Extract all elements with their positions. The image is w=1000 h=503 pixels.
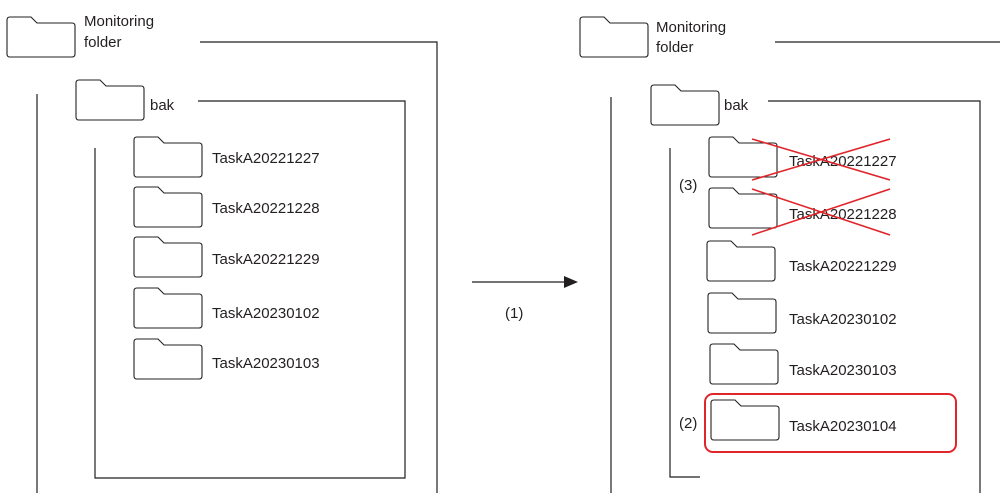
bak-folder-icon bbox=[75, 79, 145, 121]
added-step-marker: (2) bbox=[679, 415, 697, 432]
arrow-head-icon bbox=[564, 276, 578, 288]
delete-cross-icon bbox=[751, 188, 891, 236]
after-file-2: TaskA20221228 bbox=[708, 187, 897, 236]
monitoring-folder-bracket bbox=[200, 41, 438, 493]
file-label: TaskA20221228 bbox=[789, 206, 897, 223]
before-file-1: TaskA20221227 bbox=[133, 136, 320, 178]
before-file-4: TaskA20230102 bbox=[133, 287, 320, 329]
monitoring-folder-label-line1: Monitoring bbox=[84, 13, 154, 30]
monitoring-folder-label-line2: folder bbox=[84, 34, 122, 51]
monitoring-folder-icon bbox=[6, 16, 76, 58]
folder-icon bbox=[709, 343, 779, 385]
after-file-5: TaskA20230103 bbox=[709, 343, 897, 385]
before-file-2: TaskA20221228 bbox=[133, 186, 320, 228]
after-panel: Monitoring folder bak (3) TaskA20221227 … bbox=[579, 16, 1000, 493]
bak-folder-icon bbox=[650, 84, 720, 126]
file-label: TaskA20230103 bbox=[789, 362, 897, 379]
monitoring-folder-label-line1: Monitoring bbox=[656, 19, 726, 36]
file-label: TaskA20230104 bbox=[789, 418, 897, 435]
file-label: TaskA20230103 bbox=[212, 355, 320, 372]
folder-icon bbox=[707, 292, 777, 334]
file-label: TaskA20230102 bbox=[789, 311, 897, 328]
bak-folder-label: bak bbox=[150, 97, 175, 114]
folder-icon bbox=[133, 186, 203, 228]
folder-icon bbox=[133, 287, 203, 329]
file-label: TaskA20221228 bbox=[212, 200, 320, 217]
before-file-3: TaskA20221229 bbox=[133, 236, 320, 278]
after-file-3: TaskA20221229 bbox=[706, 240, 897, 282]
bak-folder-bracket bbox=[94, 100, 406, 479]
after-file-1: TaskA20221227 bbox=[708, 136, 897, 181]
delete-cross-icon bbox=[751, 138, 891, 181]
file-label: TaskA20221227 bbox=[212, 150, 320, 167]
folder-icon bbox=[133, 136, 203, 178]
new-file-highlight bbox=[704, 393, 957, 453]
file-label: TaskA20221229 bbox=[212, 251, 320, 268]
monitoring-folder-icon bbox=[579, 16, 649, 58]
folder-icon bbox=[706, 240, 776, 282]
after-file-6: TaskA20230104 bbox=[710, 399, 897, 441]
file-label: TaskA20230102 bbox=[212, 305, 320, 322]
monitoring-folder-label-line2: folder bbox=[656, 39, 694, 56]
folder-icon bbox=[133, 236, 203, 278]
before-file-5: TaskA20230103 bbox=[133, 338, 320, 380]
after-file-4: TaskA20230102 bbox=[707, 292, 897, 334]
arrow-step-label: (1) bbox=[505, 305, 523, 322]
folder-icon bbox=[133, 338, 203, 380]
bak-folder-label: bak bbox=[724, 97, 749, 114]
before-panel: Monitoring folder bak TaskA20221227 Task… bbox=[6, 13, 438, 493]
bak-folder-bracket bbox=[768, 100, 981, 493]
deleted-step-marker: (3) bbox=[679, 177, 697, 194]
folder-icon bbox=[710, 399, 780, 441]
transition-arrow: (1) bbox=[472, 276, 578, 322]
bak-folder-left-rule bbox=[669, 148, 700, 478]
file-label: TaskA20221229 bbox=[789, 258, 897, 275]
